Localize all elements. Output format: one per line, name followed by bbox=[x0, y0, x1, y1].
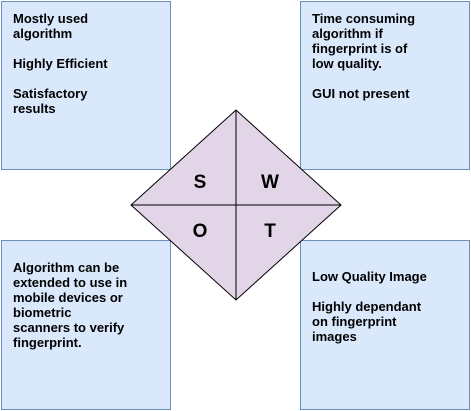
threats-text-2: Highly dependant on fingerprint images bbox=[312, 299, 422, 344]
strengths-text-1: Mostly used algorithm bbox=[13, 11, 89, 41]
threats-letter: T bbox=[264, 221, 276, 242]
opportunities-letter: O bbox=[193, 221, 208, 242]
strengths-letter: S bbox=[194, 172, 207, 193]
weaknesses-letter: W bbox=[261, 172, 279, 193]
strengths-text-2: Highly Efficient bbox=[13, 56, 108, 71]
opportunities-box: Algorithm can be extended to use in mobi… bbox=[1, 240, 171, 410]
strengths-text-3: Satisfactory results bbox=[13, 86, 88, 116]
weaknesses-box: Time consuming algorithm if fingerprint … bbox=[300, 1, 470, 170]
strengths-box: Mostly used algorithm Highly Efficient S… bbox=[1, 1, 171, 170]
weaknesses-text-2: GUI not present bbox=[312, 86, 410, 101]
opportunities-text-1: Algorithm can be extended to use in mobi… bbox=[13, 260, 128, 350]
threats-text-1: Low Quality Image bbox=[312, 269, 427, 284]
weaknesses-text-1: Time consuming algorithm if fingerprint … bbox=[312, 11, 416, 71]
threats-box: Low Quality Image Highly dependant on fi… bbox=[300, 240, 470, 410]
